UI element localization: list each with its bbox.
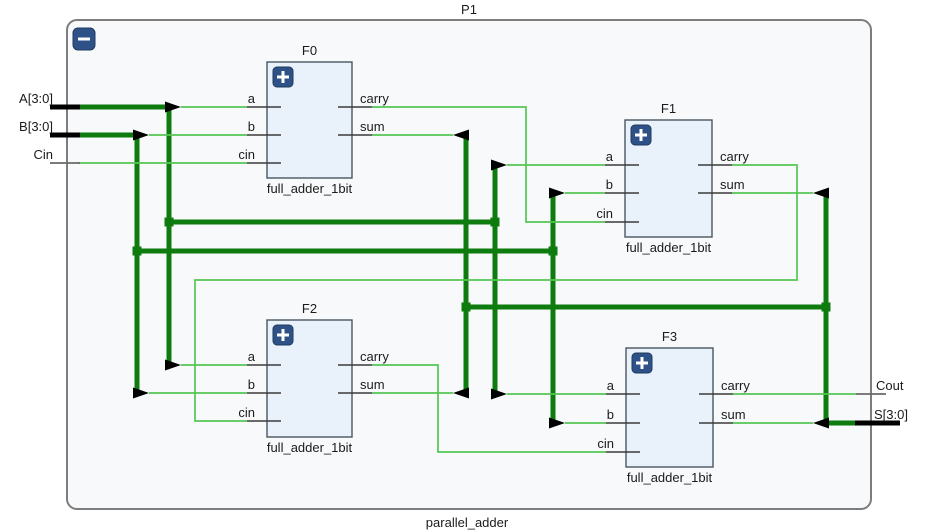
- ripper-arrow-f2-a-icon: [165, 359, 181, 371]
- pin-label-f1-cin: cin: [596, 206, 613, 221]
- bus-junction-dot: [821, 302, 831, 312]
- ripper-arrow-f1-a-icon: [491, 159, 507, 171]
- ripper-arrow-f1-sum-icon: [813, 187, 829, 199]
- plus-icon: [640, 357, 644, 369]
- ripper-arrow-f2-b-icon: [133, 387, 149, 399]
- block-instance-label: F1: [661, 101, 676, 116]
- hier-cell-outline[interactable]: [66, 19, 872, 510]
- net-f0-carry-to-f1-cin[interactable]: [372, 106, 605, 223]
- port-label-cout: Cout: [876, 378, 904, 393]
- block-type-label: full_adder_1bit: [267, 181, 353, 196]
- ripper-arrow-f0-b-icon: [133, 129, 149, 141]
- pin-label-f2-cin: cin: [238, 405, 255, 420]
- bus-junction-dot: [490, 217, 500, 227]
- pin-label-f2-sum: sum: [360, 377, 385, 392]
- plus-icon: [281, 71, 285, 83]
- ripper-arrow-f3-b-icon: [549, 417, 565, 429]
- block-instance-label: F0: [302, 43, 317, 58]
- bus-junction-dot: [164, 217, 174, 227]
- pin-label-f3-cin: cin: [597, 436, 614, 451]
- bus-junction-dot: [461, 302, 471, 312]
- plus-icon: [639, 129, 643, 141]
- pin-label-f0-carry: carry: [360, 91, 389, 106]
- plus-icon: [281, 329, 285, 341]
- pin-label-f0-b: b: [248, 119, 255, 134]
- pin-label-f1-carry: carry: [720, 149, 749, 164]
- ripper-arrow-f0-sum-icon: [453, 129, 469, 141]
- pin-label-f0-sum: sum: [360, 119, 385, 134]
- port-label-cin: Cin: [33, 147, 53, 162]
- pin-label-f3-sum: sum: [721, 407, 746, 422]
- block-instance-label: F3: [662, 329, 677, 344]
- pin-label-f0-a: a: [248, 91, 256, 106]
- ripper-arrow-f2-sum-icon: [453, 387, 469, 399]
- ripper-arrow-f3-sum-icon: [813, 417, 829, 429]
- pin-label-f1-a: a: [606, 149, 614, 164]
- bus-junction-dot: [548, 246, 558, 256]
- pin-label-f2-carry: carry: [360, 349, 389, 364]
- cell-name-label: P1: [461, 2, 477, 17]
- block-type-label: full_adder_1bit: [267, 440, 353, 455]
- cell-type-label: parallel_adder: [426, 515, 509, 530]
- pin-label-f2-b: b: [248, 377, 255, 392]
- pin-label-f0-cin: cin: [238, 147, 255, 162]
- minus-icon: [78, 37, 90, 41]
- ripper-arrow-f0-a-icon: [165, 101, 181, 113]
- pin-label-f1-b: b: [606, 177, 613, 192]
- port-label-a30: A[3:0]: [19, 91, 53, 106]
- port-label-b30: B[3:0]: [19, 119, 53, 134]
- bus-junction-dot: [132, 246, 142, 256]
- block-type-label: full_adder_1bit: [626, 240, 712, 255]
- ripper-arrow-f3-a-icon: [491, 388, 507, 400]
- pin-label-f3-b: b: [607, 407, 614, 422]
- pin-label-f1-sum: sum: [720, 177, 745, 192]
- port-label-s30: S[3:0]: [874, 407, 908, 422]
- ripper-arrow-f1-b-icon: [549, 187, 565, 199]
- block-instance-label: F2: [302, 301, 317, 316]
- net-f1-carry-to-f2-cin[interactable]: [194, 164, 798, 422]
- pin-label-f2-a: a: [248, 349, 256, 364]
- net-f2-carry-to-f3-cin[interactable]: [372, 364, 606, 453]
- block-type-label: full_adder_1bit: [627, 470, 713, 485]
- pin-label-f3-a: a: [607, 378, 615, 393]
- pin-label-f3-carry: carry: [721, 378, 750, 393]
